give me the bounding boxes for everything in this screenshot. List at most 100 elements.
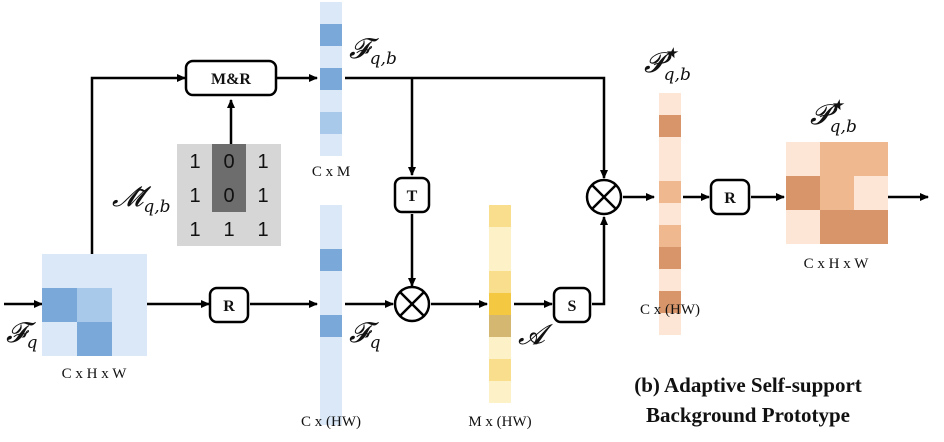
fq-column-cell xyxy=(320,337,342,359)
fq-column-cell xyxy=(320,381,342,403)
line-s-to-mult-right xyxy=(592,216,608,306)
op-r2-label: R xyxy=(724,190,736,207)
p-grid-cell xyxy=(786,210,820,244)
dim-fq: C x (HW) xyxy=(301,414,361,430)
a-column-cell xyxy=(489,359,511,381)
connectors xyxy=(4,74,929,308)
label-fqb-top: 𝓕q,b xyxy=(349,32,397,69)
op-t-label: T xyxy=(407,188,418,205)
mask-cell-1-1: 0 xyxy=(223,185,234,207)
p-column-cell xyxy=(659,291,681,313)
p-grid-cell xyxy=(786,176,820,210)
fqb-column-cell xyxy=(320,90,342,112)
mask-zero-column xyxy=(212,144,246,212)
a-column-cell xyxy=(489,381,511,403)
op-r1: R xyxy=(208,286,250,324)
a-column xyxy=(489,205,511,403)
mask-cell-0-2: 1 xyxy=(257,151,268,173)
dim-fqb: C x M xyxy=(312,164,350,180)
input-grid-cell xyxy=(112,288,147,322)
a-column-cell xyxy=(489,227,511,249)
p-column-cell xyxy=(659,247,681,269)
op-s-label: S xyxy=(568,298,577,315)
p-column xyxy=(659,93,681,335)
input-grid-cell xyxy=(77,288,112,322)
label-mqb: 𝓜̃q,b xyxy=(112,180,171,217)
fq-column xyxy=(320,205,342,425)
p-column-cell xyxy=(659,181,681,203)
fq-column-cell xyxy=(320,403,342,425)
p-grid xyxy=(786,142,888,244)
mask-cell-1-2: 1 xyxy=(257,185,268,207)
input-grid-cell xyxy=(42,322,77,356)
p-column-cell xyxy=(659,115,681,137)
mask-cell-0-0: 1 xyxy=(189,151,200,173)
p-column-cell xyxy=(659,93,681,115)
fqb-column-cell xyxy=(320,24,342,46)
label-fq-input: 𝓕q xyxy=(6,316,38,353)
multiply-icon-center xyxy=(393,285,431,323)
caption-line-1: (b) Adaptive Self-support xyxy=(634,373,862,397)
fqb-column-cell xyxy=(320,68,342,90)
p-column-cell xyxy=(659,225,681,247)
dim-p-grid: C x H x W xyxy=(804,256,870,272)
op-mr-label: M&R xyxy=(211,71,251,88)
input-grid-cell xyxy=(112,322,147,356)
input-grid-cell xyxy=(77,322,112,356)
dim-a: M x (HW) xyxy=(468,414,531,430)
dim-p-column: C x (HW) xyxy=(640,302,700,318)
p-column-cell xyxy=(659,137,681,159)
p-column-cell xyxy=(659,269,681,291)
multiply-icon-right xyxy=(585,178,623,216)
a-column-cell xyxy=(489,271,511,293)
input-grid-cell xyxy=(77,254,112,288)
mask-matrix: 1 0 1 1 0 1 1 1 1 xyxy=(177,144,281,246)
fqb-column-cell xyxy=(320,112,342,134)
mask-cell-2-2: 1 xyxy=(257,219,268,241)
input-grid-cell xyxy=(112,254,147,288)
p-column-cell xyxy=(659,313,681,335)
input-feature-grid xyxy=(42,254,147,356)
fq-column-cell xyxy=(320,359,342,381)
fqb-column-cell xyxy=(320,134,342,156)
p-grid-cell xyxy=(820,176,854,210)
op-r1-label: R xyxy=(223,298,235,315)
p-column-cell xyxy=(659,203,681,225)
a-column-cell xyxy=(489,315,511,337)
a-column-cell xyxy=(489,293,511,315)
fq-column-cell xyxy=(320,293,342,315)
p-grid-cell xyxy=(820,142,854,176)
line-fqb-to-mult-right xyxy=(345,76,608,179)
dim-input: C x H x W xyxy=(62,366,128,382)
label-p-grid: 𝓟★q,b xyxy=(810,96,857,137)
a-column-cell xyxy=(489,205,511,227)
fq-column-cell xyxy=(320,315,342,337)
op-s: S xyxy=(552,286,592,324)
label-a: 𝓐 xyxy=(518,318,554,351)
fq-column-cell xyxy=(320,249,342,271)
fqb-column-cell xyxy=(320,2,342,24)
fqb-column xyxy=(320,2,342,156)
fq-column-cell xyxy=(320,271,342,293)
input-grid-cell xyxy=(42,288,77,322)
input-grid-cell xyxy=(42,254,77,288)
mask-cell-2-1: 1 xyxy=(223,219,234,241)
label-fq-mid: 𝓕q xyxy=(349,316,381,353)
mask-cell-0-1: 0 xyxy=(223,151,234,173)
p-grid-cell xyxy=(854,210,888,244)
label-p-column: 𝓟★q,b xyxy=(644,44,691,85)
mask-cell-2-0: 1 xyxy=(189,219,200,241)
p-column-cell xyxy=(659,159,681,181)
p-grid-cell xyxy=(854,142,888,176)
p-grid-cell xyxy=(820,210,854,244)
op-mr: M&R xyxy=(184,59,278,97)
a-column-cell xyxy=(489,249,511,271)
mask-cell-1-0: 1 xyxy=(189,185,200,207)
caption-line-2: Background Prototype xyxy=(646,403,850,427)
op-t: T xyxy=(393,176,431,214)
a-column-cell xyxy=(489,337,511,359)
p-grid-cell xyxy=(786,142,820,176)
fqb-column-cell xyxy=(320,46,342,68)
fq-column-cell xyxy=(320,227,342,249)
